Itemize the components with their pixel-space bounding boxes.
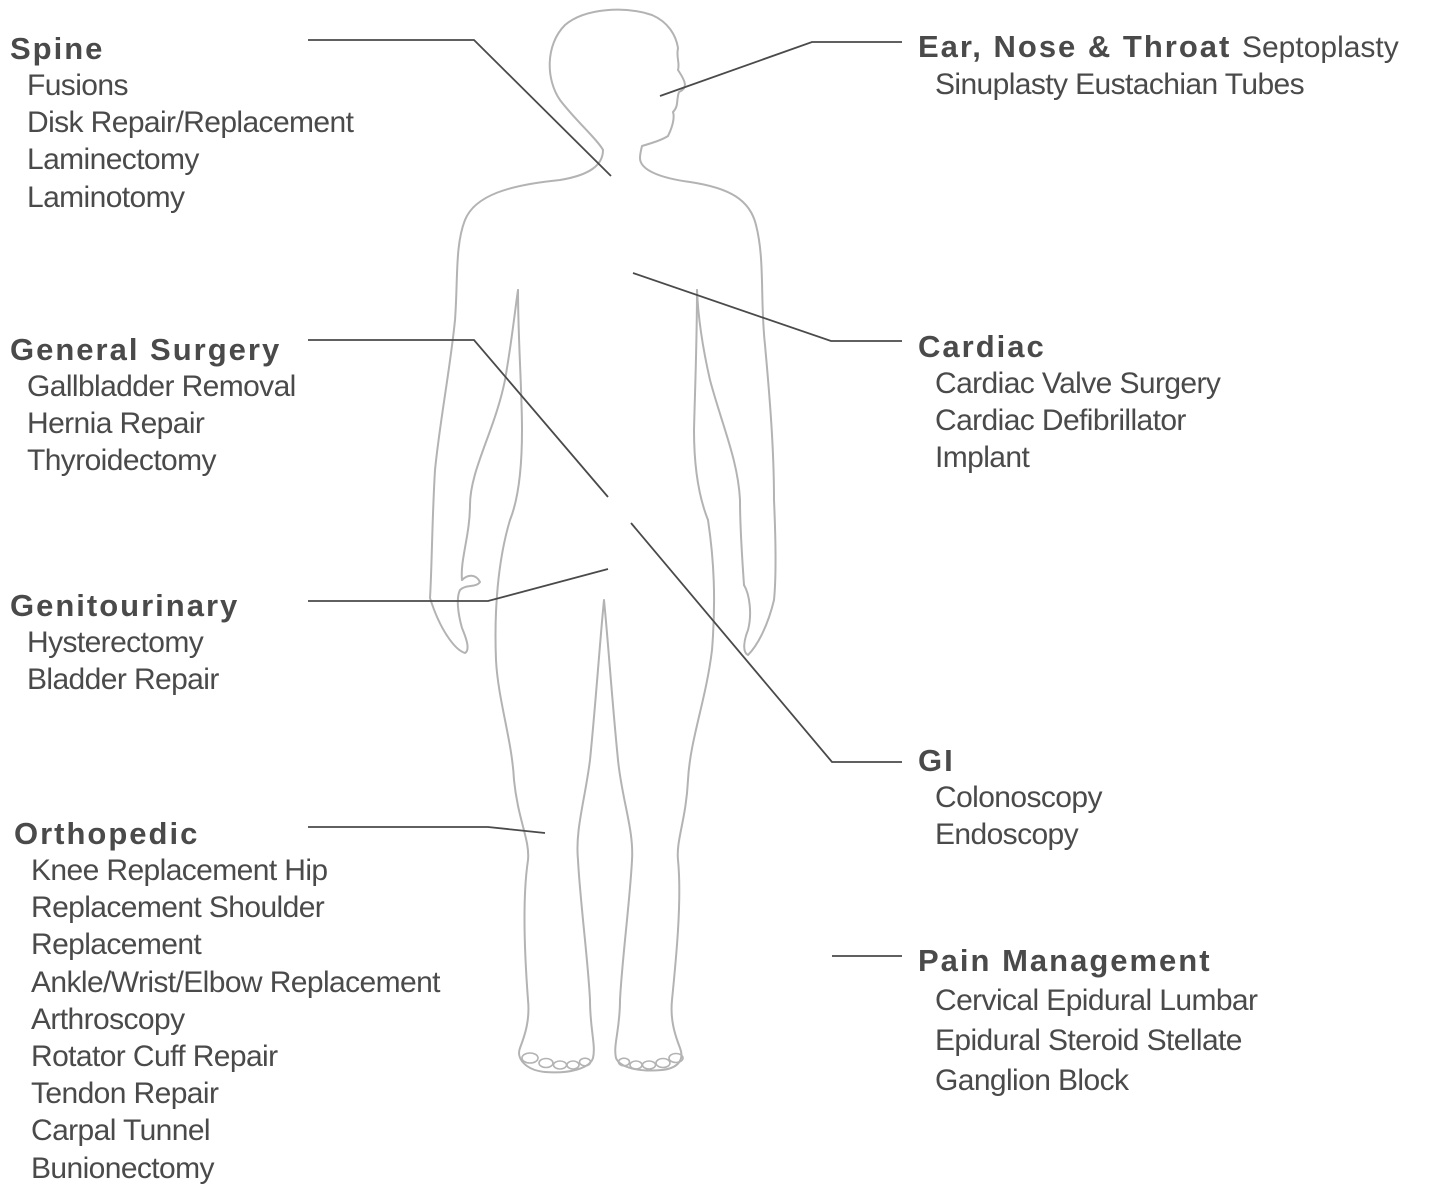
leader-line-general-surgery bbox=[308, 340, 608, 497]
list-item: Ankle/Wrist/Elbow Replacement bbox=[31, 964, 440, 1001]
list-item: Arthroscopy bbox=[31, 1001, 440, 1038]
right-arm-inner bbox=[697, 290, 744, 585]
category-title-pain-management: Pain Management bbox=[918, 942, 1257, 979]
left-leg-outline bbox=[496, 520, 715, 1072]
category-title-general-surgery: General Surgery bbox=[10, 331, 296, 368]
ent-title-tail: Septoplasty bbox=[1242, 31, 1399, 64]
category-title-ent: Ear, Nose & Throat Septoplasty bbox=[918, 28, 1399, 66]
list-item: Disk Repair/Replacement bbox=[27, 104, 353, 141]
leader-line-gi bbox=[631, 523, 902, 762]
list-item: Fusions bbox=[27, 67, 353, 104]
item-list-pain-management: Cervical Epidural Lumbar Epidural Steroi… bbox=[935, 981, 1257, 1101]
category-title-cardiac: Cardiac bbox=[918, 328, 1220, 365]
list-item: Carpal Tunnel bbox=[31, 1112, 440, 1149]
category-spine: Spine Fusions Disk Repair/Replacement La… bbox=[10, 30, 353, 216]
category-title-spine: Spine bbox=[10, 30, 353, 67]
category-general-surgery: General Surgery Gallbladder Removal Hern… bbox=[10, 331, 296, 480]
list-item: Gallbladder Removal bbox=[27, 368, 296, 405]
category-title-orthopedic: Orthopedic bbox=[14, 815, 440, 852]
list-item: Implant bbox=[935, 439, 1220, 476]
list-item: Epidural Steroid Stellate bbox=[935, 1021, 1257, 1061]
list-item: Laminotomy bbox=[27, 179, 353, 216]
item-list-ent: Sinuplasty Eustachian Tubes bbox=[935, 66, 1399, 103]
list-item: Knee Replacement Hip bbox=[31, 852, 440, 889]
list-item: Replacement Shoulder bbox=[31, 889, 440, 926]
right-arm-outline bbox=[640, 158, 776, 655]
list-item: Tendon Repair bbox=[31, 1075, 440, 1112]
category-title-genitourinary: Genitourinary bbox=[10, 587, 239, 624]
list-item: Bunionectomy bbox=[31, 1150, 440, 1187]
item-list-genitourinary: Hysterectomy Bladder Repair bbox=[27, 624, 239, 698]
list-item: Hysterectomy bbox=[27, 624, 239, 661]
list-item: Bladder Repair bbox=[27, 661, 239, 698]
category-title-gi: GI bbox=[918, 742, 1102, 779]
toes bbox=[522, 1053, 683, 1069]
list-item: Rotator Cuff Repair bbox=[31, 1038, 440, 1075]
category-ent: Ear, Nose & Throat Septoplasty Sinuplast… bbox=[918, 28, 1399, 103]
body-outline bbox=[430, 10, 776, 1073]
list-item: Ganglion Block bbox=[935, 1061, 1257, 1101]
list-item: Endoscopy bbox=[935, 816, 1102, 853]
list-item: Replacement bbox=[31, 926, 440, 963]
item-list-general-surgery: Gallbladder Removal Hernia Repair Thyroi… bbox=[27, 368, 296, 480]
item-list-cardiac: Cardiac Valve Surgery Cardiac Defibrilla… bbox=[935, 365, 1220, 477]
right-torso bbox=[694, 290, 708, 520]
item-list-gi: Colonoscopy Endoscopy bbox=[935, 779, 1102, 853]
category-orthopedic: Orthopedic Knee Replacement Hip Replacem… bbox=[14, 815, 440, 1187]
list-item: Cardiac Defibrillator bbox=[935, 402, 1220, 439]
list-item: Cardiac Valve Surgery bbox=[935, 365, 1220, 402]
leader-line-ent bbox=[660, 42, 902, 96]
leader-line-cardiac bbox=[633, 273, 902, 341]
category-genitourinary: Genitourinary Hysterectomy Bladder Repai… bbox=[10, 587, 239, 698]
category-gi: GI Colonoscopy Endoscopy bbox=[918, 742, 1102, 853]
left-torso bbox=[510, 290, 522, 520]
category-cardiac: Cardiac Cardiac Valve Surgery Cardiac De… bbox=[918, 328, 1220, 477]
category-pain-management: Pain Management Cervical Epidural Lumbar… bbox=[918, 942, 1257, 1101]
ent-title-text: Ear, Nose & Throat bbox=[918, 29, 1231, 64]
list-item: Sinuplasty Eustachian Tubes bbox=[935, 66, 1399, 103]
item-list-spine: Fusions Disk Repair/Replacement Laminect… bbox=[27, 67, 353, 216]
list-item: Hernia Repair bbox=[27, 405, 296, 442]
list-item: Colonoscopy bbox=[935, 779, 1102, 816]
item-list-orthopedic: Knee Replacement Hip Replacement Shoulde… bbox=[31, 852, 440, 1187]
list-item: Laminectomy bbox=[27, 141, 353, 178]
left-arm-inner bbox=[462, 290, 518, 580]
list-item: Cervical Epidural Lumbar bbox=[935, 981, 1257, 1021]
list-item: Thyroidectomy bbox=[27, 442, 296, 479]
